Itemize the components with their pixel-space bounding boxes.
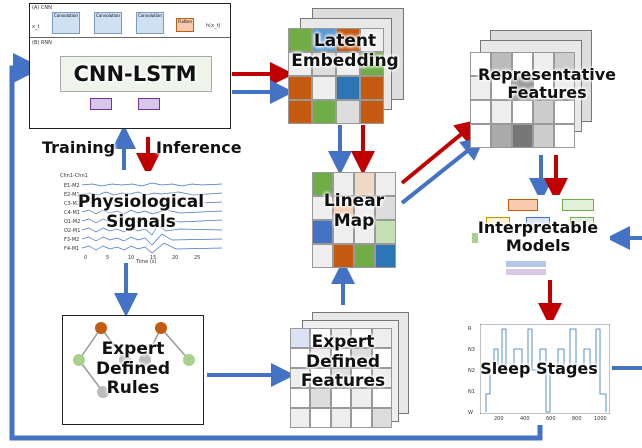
sleep-stages-panel: R N3 N2 N1 W 200 400 600 800 1000 Sleep … — [466, 320, 612, 424]
cnn-input-var: x_t — [32, 24, 40, 30]
conv-block-2: Convolution — [94, 12, 122, 34]
rules-tree-diagram — [73, 322, 195, 398]
sleep-stages-label: Sleep Stages — [480, 359, 598, 378]
signal-traces — [82, 182, 222, 254]
rnn-section-label: (B) RNN — [32, 40, 52, 46]
signals-x-label: Time (s) — [136, 259, 157, 265]
training-label: Training — [42, 138, 116, 157]
panel-divider — [30, 37, 230, 38]
cnn-lstm-panel: (A) CNN (B) RNN x_t Convolution Convolut… — [29, 3, 231, 129]
flatten-block: Flatten — [176, 18, 194, 32]
cnn-lstm-label: CNN-LSTM — [73, 62, 197, 86]
conv-block-3: Convolution — [136, 12, 164, 34]
cnn-output-var: h(x_t) — [206, 23, 221, 29]
dense-layer-1 — [90, 98, 112, 110]
inference-label: Inference — [156, 138, 242, 157]
signals-panel: Chn1-Chn1 E1-M2 E2-M1 C3-M2 C4-M1 O1-M2 … — [56, 171, 226, 265]
conv-block-1: Convolution — [52, 12, 80, 34]
cnn-section-label: (A) CNN — [32, 5, 52, 11]
dense-layer-2 — [138, 98, 160, 110]
representative-grid — [470, 52, 575, 148]
expert-features-grid — [290, 328, 392, 428]
lstm-cell — [60, 56, 212, 92]
latent-grid — [288, 28, 384, 124]
map-to-rep-red-arrow — [400, 119, 480, 185]
map-to-rep-blue-arrow — [400, 136, 486, 205]
feedback-loop-arrow — [9, 53, 543, 441]
channel-header: Chn1-Chn1 — [60, 173, 88, 179]
linear-map-grid — [312, 172, 396, 268]
hypnogram — [480, 324, 610, 414]
